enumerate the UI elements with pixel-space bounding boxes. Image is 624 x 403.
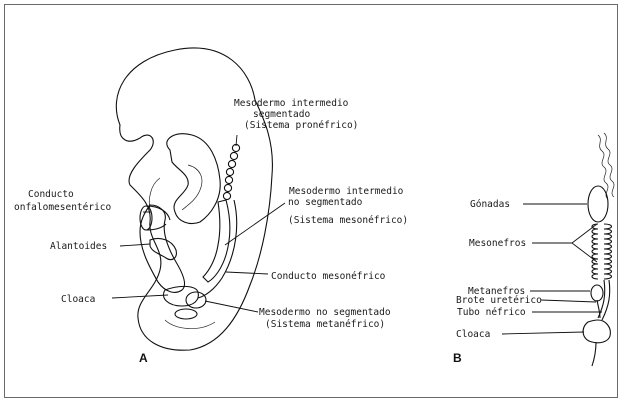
label-pronephros-2: segmentado xyxy=(253,109,310,120)
leader-lines-a xyxy=(112,135,285,312)
gonad-shape xyxy=(588,186,608,222)
label-conducto-1: Conducto xyxy=(28,189,74,200)
panel-label-b: B xyxy=(453,351,462,365)
label-cloaca-a: Cloaca xyxy=(61,294,95,305)
label-mesonefros: Mesonefros xyxy=(469,238,526,249)
metanephric-blastema xyxy=(186,292,206,308)
urogenital-schematic xyxy=(583,133,614,366)
label-pronephros-1: Mesodermo intermedio xyxy=(234,98,349,109)
head-cavity xyxy=(167,134,220,224)
label-conducto-2: onfalomesentérico xyxy=(14,202,112,213)
label-metanephros-2: (Sistema metanéfrico) xyxy=(265,319,385,330)
label-pronephros-3: (Sistema pronéfrico) xyxy=(244,120,358,131)
cloaca-structure xyxy=(164,286,199,306)
label-mesonephros-2: no segmentado xyxy=(288,197,363,208)
label-alantoides: Alantoides xyxy=(50,241,107,252)
mesonephric-column xyxy=(203,200,230,282)
panel-label-a: A xyxy=(139,351,148,365)
pronephros-segments xyxy=(223,144,239,199)
label-cloaca-b: Cloaca xyxy=(456,329,490,340)
metanephros-shape xyxy=(591,285,603,301)
label-mesonephros-1: Mesodermo intermedio xyxy=(289,186,404,197)
label-mesonephros-3: (Sistema mesonéfrico) xyxy=(288,215,408,226)
label-conducto-mesonefrico: Conducto mesonéfrico xyxy=(271,271,386,282)
mesonephros-coils xyxy=(604,224,612,279)
label-brote-ureterico: Brote uretérico xyxy=(456,295,542,306)
embryo-figure xyxy=(116,48,272,350)
label-metanephros-1: Mesodermo no segmentado xyxy=(259,307,391,318)
cloaca-b-shape xyxy=(583,320,610,343)
label-gonadas: Gónadas xyxy=(470,199,510,210)
label-tubo-nefrico: Tubo néfrico xyxy=(457,307,526,318)
